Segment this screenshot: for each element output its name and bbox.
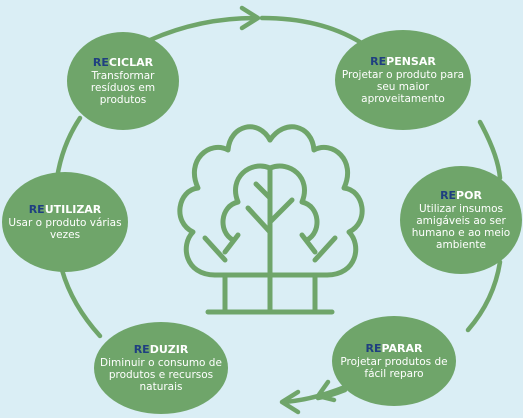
ring-arc-right-upper	[477, 119, 503, 181]
node-desc: Projetar o produto para seu maior aprove…	[341, 69, 465, 105]
node-repensar: REPENSAR Projetar o produto para seu mai…	[335, 30, 471, 130]
ring-arc-right-lower	[465, 259, 503, 333]
trees-icon	[177, 124, 365, 315]
node-title: REUTILIZAR	[28, 203, 102, 216]
node-repor: REPOR Utilizar insumos amigáveis ao ser …	[400, 166, 522, 274]
node-desc: Projetar produtos de fácil reparo	[340, 356, 448, 380]
ring-arc-top	[147, 15, 258, 43]
node-desc: Utilizar insumos amigáveis ao ser humano…	[411, 203, 511, 251]
node-title: REPENSAR	[370, 55, 436, 68]
ring-arc-left-lower	[59, 267, 103, 339]
ring-arrowhead-bottom	[279, 389, 301, 415]
node-reparar: REPARAR Projetar produtos de fácil repar…	[332, 316, 456, 406]
node-reduzir: REDUZIR Diminuir o consumo de produtos e…	[94, 322, 228, 414]
node-reciclar: RECICLAR Transformar resíduos em produto…	[67, 32, 179, 130]
node-reutilizar: REUTILIZAR Usar o produto várias vezes	[2, 172, 128, 272]
node-desc: Transformar resíduos em produtos	[90, 70, 156, 106]
node-title: RECICLAR	[92, 56, 154, 69]
node-desc: Diminuir o consumo de produtos e recurso…	[100, 357, 222, 393]
node-desc: Usar o produto várias vezes	[8, 217, 122, 241]
ring-arrowhead-top	[239, 5, 261, 31]
node-title: REPOR	[440, 189, 482, 202]
node-title: REPARAR	[365, 342, 423, 355]
node-title: REDUZIR	[133, 343, 189, 356]
